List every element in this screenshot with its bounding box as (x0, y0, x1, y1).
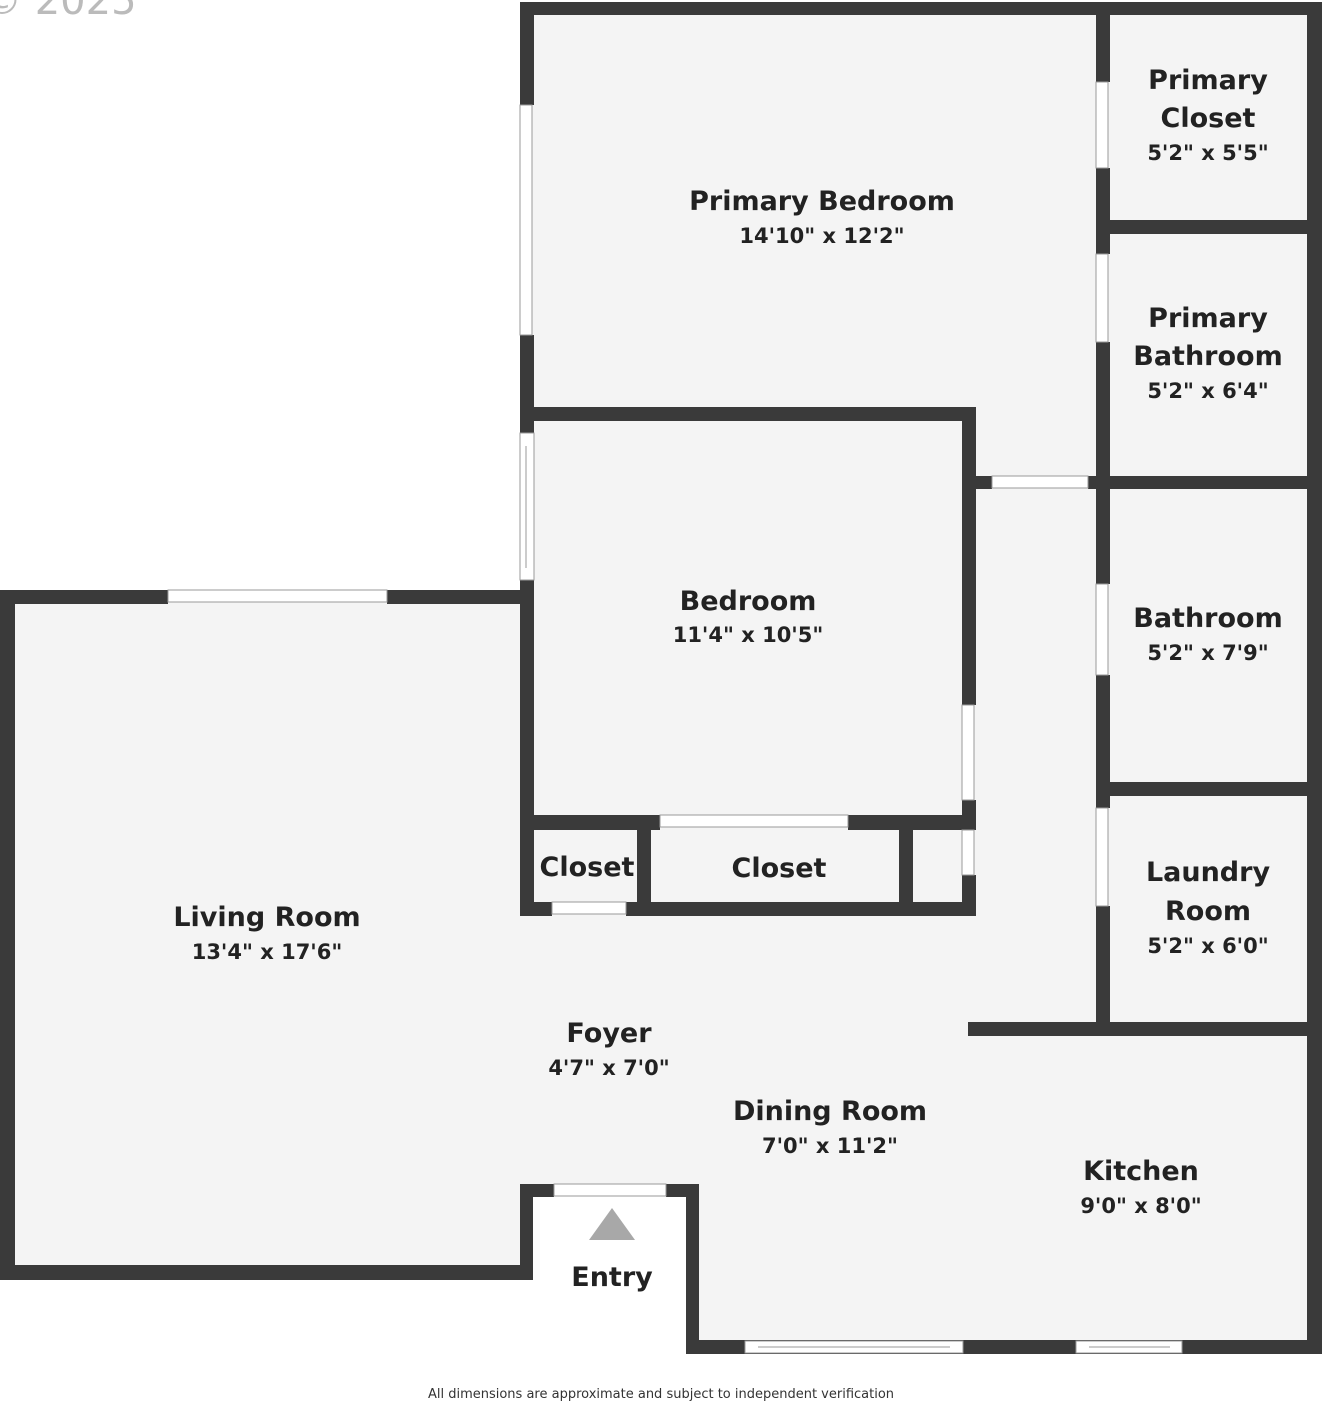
foyer-dims: 4'7" x 7'0" (548, 1056, 669, 1080)
dining-room-dims: 7'0" x 11'2" (762, 1134, 898, 1158)
closet-small-door (551, 901, 627, 915)
bathroom-door (1095, 583, 1109, 676)
primary-bathroom-door (1095, 253, 1109, 343)
bathroom-name: Bathroom (1133, 603, 1282, 634)
bedroom-dims: 11'4" x 10'5" (673, 623, 824, 647)
primary-bathroom-name-1: Primary (1148, 303, 1268, 334)
floor-area (8, 8, 1313, 1348)
entry-name: Entry (571, 1262, 653, 1293)
laundry-door (1095, 807, 1109, 907)
closet-small-name: Closet (540, 852, 635, 883)
kitchen-dims: 9'0" x 8'0" (1080, 1194, 1201, 1218)
primary-bathroom-name-2: Bathroom (1133, 341, 1282, 372)
laundry-room-name-1: Laundry (1146, 857, 1271, 888)
primary-closet-name-2: Closet (1161, 103, 1256, 134)
laundry-room-name-2: Room (1165, 896, 1251, 927)
kitchen-name: Kitchen (1083, 1156, 1199, 1187)
living-room-window (167, 589, 388, 603)
primary-closet-door (1095, 81, 1109, 169)
entry-door (553, 1183, 667, 1197)
room-labels: Primary Bedroom 14'10" x 12'2" Primary C… (173, 65, 1282, 1293)
window-lines (525, 446, 1170, 1348)
primary-bathroom-dims: 5'2" x 6'4" (1147, 379, 1268, 403)
living-room-name: Living Room (173, 902, 360, 933)
primary-bedroom-window (519, 104, 533, 336)
dining-room-name: Dining Room (733, 1096, 927, 1127)
copyright-watermark: © 2025 (0, 0, 137, 24)
closet-window (659, 814, 849, 828)
primary-closet-name-1: Primary (1148, 65, 1268, 96)
bedroom-name: Bedroom (680, 586, 817, 617)
primary-bedroom-name: Primary Bedroom (689, 186, 955, 217)
primary-bedroom-dims: 14'10" x 12'2" (739, 224, 904, 248)
walls (0, 2, 1322, 1354)
living-room-dims: 13'4" x 17'6" (192, 940, 343, 964)
primary-closet-dims: 5'2" x 5'5" (1147, 141, 1268, 165)
bedroom-side-door (961, 704, 975, 801)
laundry-room-dims: 5'2" x 6'0" (1147, 934, 1268, 958)
disclaimer-note: All dimensions are approximate and subje… (427, 1387, 895, 1402)
bedroom-window (519, 432, 535, 581)
closet-large-name: Closet (732, 853, 827, 884)
bathroom-dims: 5'2" x 7'9" (1147, 641, 1268, 665)
corridor-door (991, 475, 1089, 489)
foyer-name: Foyer (566, 1018, 652, 1049)
entry-arrow-icon (589, 1208, 635, 1240)
closet-side-door (961, 829, 975, 876)
